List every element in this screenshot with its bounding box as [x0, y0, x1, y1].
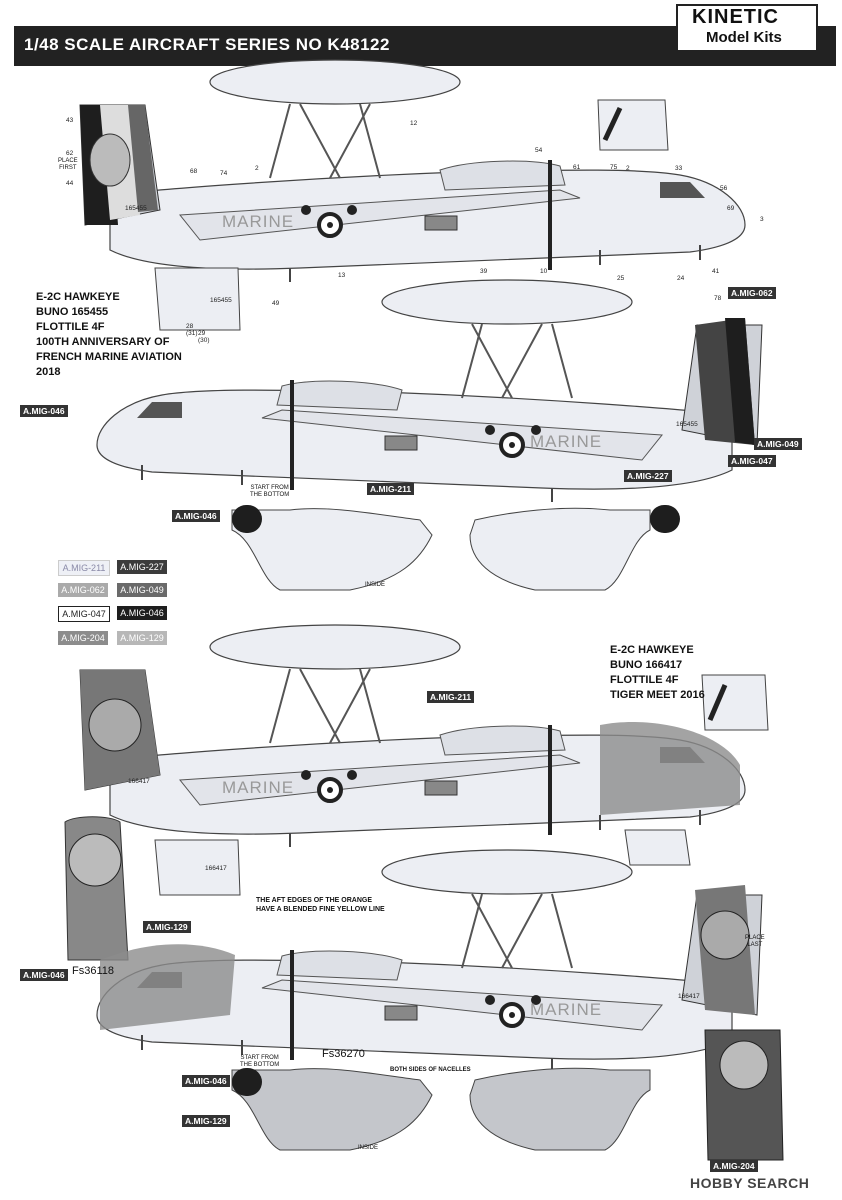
callout-tag: A.MIG-129	[143, 921, 191, 933]
decal-number: 2	[255, 165, 259, 172]
buno-label-2: 165455	[210, 297, 232, 304]
brand-subtitle: Model Kits	[706, 29, 782, 46]
decal-number: 44	[66, 180, 74, 187]
decal-number: 74	[220, 170, 228, 177]
aircraft-2-port	[97, 850, 762, 1072]
callout-tag: A.MIG-211	[427, 691, 475, 703]
swatch-mig-129: A.MIG-129	[117, 631, 167, 645]
brand-name: KINETIC	[692, 6, 779, 28]
decal-number: 41	[712, 268, 720, 275]
buno-label-1: 165455	[125, 205, 147, 212]
decal-number: 3	[760, 216, 764, 223]
decal-number: (30)	[198, 337, 210, 344]
fs-code-1: Fs36118	[72, 965, 114, 977]
marine-text-4: MARINE	[530, 1000, 603, 1019]
brand-logo-box	[676, 4, 818, 52]
marine-text-2: MARINE	[530, 432, 603, 451]
aircraft-1-port	[97, 280, 762, 502]
decal-number: 78	[714, 295, 722, 302]
inside-label-2: INSIDE	[358, 1145, 379, 1151]
buno-label-6: 166417	[678, 993, 700, 1000]
decal-number: (31)	[186, 330, 198, 337]
decal-number: 62	[66, 150, 74, 157]
decal-number: 61	[573, 164, 581, 171]
decal-number: 10	[540, 268, 548, 275]
swatch-mig-049: A.MIG-049	[117, 583, 167, 597]
decal-number: 69	[727, 205, 735, 212]
swatch-mig-211: A.MIG-211	[58, 560, 110, 576]
aircraft-2-starboard	[78, 623, 747, 849]
decal-number: 13	[338, 272, 346, 279]
swatch-mig-046: A.MIG-046	[117, 606, 167, 620]
scheme-2-caption: E-2C HAWKEYE BUNO 166417 FLOTTILE 4F TIG…	[610, 644, 705, 701]
decal-number: 68	[190, 168, 198, 175]
decal-number: 49	[272, 300, 280, 307]
decal-number: 54	[535, 147, 543, 154]
callout-tag: A.MIG-046	[172, 510, 220, 522]
decal-number: 29	[198, 330, 206, 337]
both-sides-note: BOTH SIDES OF NACELLES	[390, 1067, 471, 1073]
decal-number: 24	[677, 275, 685, 282]
callout-tag: A.MIG-046	[20, 405, 68, 417]
watermark: HOBBY SEARCH	[690, 1175, 810, 1191]
decal-number: 33	[675, 165, 683, 172]
swatch-mig-204: A.MIG-204	[58, 631, 108, 645]
marine-text-1: MARINE	[222, 212, 295, 231]
decal-number: 25	[617, 275, 625, 282]
decal-number: 39	[480, 268, 488, 275]
scheme-1-caption: E-2C HAWKEYE BUNO 165455 FLOTTILE 4F 100…	[36, 291, 182, 378]
decal-number: 43	[66, 117, 74, 124]
swatch-mig-227: A.MIG-227	[117, 560, 167, 574]
buno-label-5: 166417	[205, 865, 227, 872]
swatch-mig-062: A.MIG-062	[58, 583, 108, 597]
callout-tag: A.MIG-062	[728, 287, 776, 299]
marine-text-3: MARINE	[222, 778, 295, 797]
callout-tag: A.MIG-046	[20, 969, 68, 981]
aircraft-1-starboard	[78, 58, 747, 284]
callout-tag: A.MIG-227	[624, 470, 672, 482]
decal-number: 12	[410, 120, 418, 127]
inside-label-1: INSIDE	[365, 582, 386, 588]
decal-number: 2	[626, 165, 630, 172]
callout-tag: A.MIG-211	[367, 483, 415, 495]
page-title: 1/48 SCALE AIRCRAFT SERIES NO K48122	[24, 35, 390, 54]
buno-label-4: 166417	[128, 778, 150, 785]
callout-tag: A.MIG-204	[710, 1160, 758, 1172]
swatch-mig-047: A.MIG-047	[58, 606, 110, 622]
decal-number: 56	[720, 185, 728, 192]
fs-code-2: Fs36270	[322, 1048, 365, 1060]
decal-number: 28	[186, 323, 194, 330]
callout-tag: A.MIG-047	[728, 455, 776, 467]
callout-tag: A.MIG-129	[182, 1115, 230, 1127]
callout-tag: A.MIG-046	[182, 1075, 230, 1087]
callout-tag: A.MIG-049	[754, 438, 802, 450]
decal-number: 75	[610, 164, 618, 171]
buno-label-3: 165455	[676, 421, 698, 428]
